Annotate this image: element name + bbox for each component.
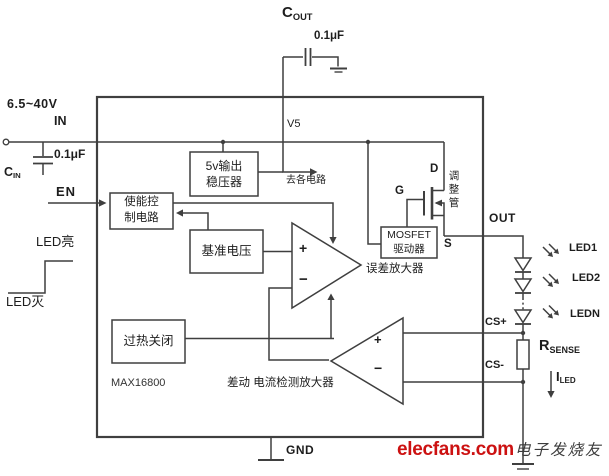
driver-line2: 驱动器 [393, 242, 425, 255]
led2-label: LED2 [572, 272, 601, 284]
rsense-main: R [539, 338, 550, 354]
led1-light-arrows [542, 243, 559, 257]
thermal-text: 过热关闭 [123, 334, 174, 349]
ledn-label: LEDN [570, 308, 600, 320]
out-wire [444, 235, 524, 258]
enable-line2: 制电路 [124, 212, 159, 224]
iled-label: ILED [556, 369, 576, 386]
enable-arrow [329, 237, 337, 244]
driver-line1: MOSFET [387, 229, 431, 242]
regulator-line1: 5v输出 [205, 158, 243, 173]
pin-en: EN [56, 184, 77, 199]
iled-sub: LED [559, 376, 576, 386]
enable-label: 使能控 制电路 [110, 193, 173, 229]
mosfet-source-label: S [444, 238, 452, 250]
en-waveform [8, 260, 73, 294]
mosfet-gate-label: G [395, 185, 404, 197]
feedback-wire [268, 287, 329, 361]
error-amp-minus: − [299, 271, 308, 288]
pin-cs-plus: CS+ [485, 316, 507, 328]
to-circuits-arrow [310, 168, 318, 176]
pin-in: IN [54, 114, 67, 128]
led2-diode [513, 278, 533, 293]
pass-transistor-label: 调整管 [447, 170, 460, 211]
cout-main: C [282, 4, 293, 21]
mosfet-drain-wire [432, 142, 445, 192]
pin-gnd: GND [286, 443, 315, 457]
thermal-arrow [327, 293, 335, 300]
rsense-resistor [516, 339, 530, 370]
in-terminal [2, 138, 10, 146]
watermark-slogan: 电子发烧友 [515, 442, 603, 459]
cin-value: 0.1μF [54, 147, 86, 161]
ic-outline [95, 95, 485, 439]
sense-amp-plus: + [374, 332, 382, 347]
pin-cs-minus: CS- [485, 359, 504, 371]
reference-arrow [176, 209, 183, 217]
cin-main: C [4, 165, 14, 179]
enable-out-wire [173, 202, 334, 237]
iled-main: I [556, 369, 560, 384]
part-number: MAX16800 [111, 377, 166, 389]
sense-amp-triangle [329, 316, 404, 406]
driver-supply-wire [367, 142, 381, 245]
mosfet-body-arrow [434, 199, 442, 207]
enable-box [109, 192, 174, 230]
en-arrow [99, 199, 107, 207]
regulator-label: 5v输出 稳压器 [190, 152, 258, 196]
error-amp-triangle [291, 221, 363, 310]
error-amp-plus: + [299, 240, 308, 256]
cin-sub: IN [13, 171, 21, 181]
iled-arrow-head [547, 391, 555, 398]
v5-wire [282, 57, 310, 173]
cout-sub: OUT [292, 11, 313, 22]
cout-wire [312, 56, 339, 67]
reference-label: 基准电压 [190, 230, 263, 273]
driver-label: MOSFET 驱动器 [381, 227, 437, 258]
pin-out: OUT [489, 211, 516, 225]
rsense-sub: SENSE [549, 344, 580, 355]
error-amp-label: 误差放大器 [366, 263, 424, 275]
sense-amp-minus: − [374, 360, 383, 376]
mosfet-drain-label: D [430, 163, 439, 175]
led-on-label: LED亮 [36, 234, 75, 249]
thermal-box [111, 319, 186, 364]
to-circuits-label: 去各电路 [286, 175, 326, 186]
cin-label: CIN [4, 165, 21, 181]
thermal-label: 过热关闭 [112, 320, 185, 363]
ledn-diode [513, 309, 533, 324]
watermark-brand: elecfans.com [397, 439, 514, 460]
gate-wire [406, 198, 423, 227]
reference-enable-wire [183, 212, 209, 230]
led1-label: LED1 [569, 242, 598, 254]
regulator-line2: 稳压器 [205, 175, 242, 189]
junction-dot [520, 379, 526, 385]
pin-v5: V5 [287, 118, 301, 130]
led2-light-arrows [542, 273, 559, 287]
led-off-label: LED灭 [6, 294, 45, 309]
rsense-label: RSENSE [539, 339, 580, 354]
mosfet-source-wire [432, 214, 445, 236]
junction-dot [520, 330, 526, 336]
driver-box [380, 226, 438, 259]
regulator-box [189, 151, 259, 197]
ledn-light-arrows [542, 304, 559, 319]
led1-diode [513, 257, 533, 272]
cout-value: 0.1μF [314, 30, 345, 42]
reference-text: 基准电压 [201, 244, 252, 259]
enable-line1: 使能控 [124, 196, 159, 209]
input-voltage-range: 6.5~40V [7, 97, 58, 111]
cout-label: COUT [282, 4, 313, 22]
sense-amp-label: 差动 电流检测放大器 [227, 377, 334, 389]
